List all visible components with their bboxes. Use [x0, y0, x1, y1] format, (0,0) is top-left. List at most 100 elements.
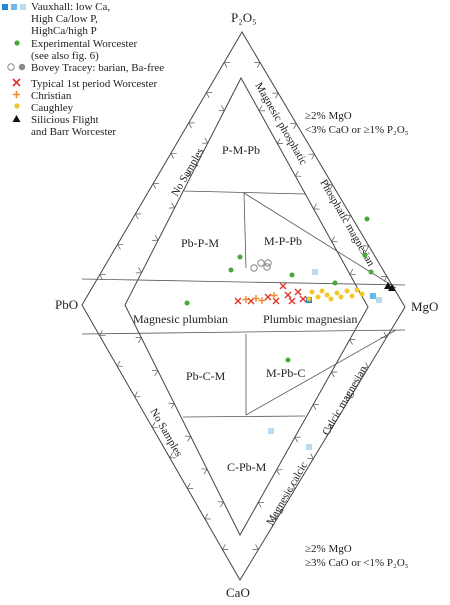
tick-mark [308, 153, 315, 160]
point-caughley [344, 288, 350, 294]
boundary-horizontal-lower [81, 329, 406, 335]
point-christian [242, 296, 250, 303]
point-typical [264, 293, 272, 301]
legend-experimental-line2: (see also fig. 6) [31, 50, 99, 62]
point-bovey [264, 259, 272, 267]
point-experimental [237, 254, 243, 260]
tick-mark [344, 392, 351, 399]
point-experimental [362, 252, 368, 258]
point-vauxhall-mid [370, 293, 376, 299]
point-caughley [328, 296, 334, 302]
legend-filled-circle [18, 63, 26, 71]
side-label-phosphatic-magnesian: Phosphatic magnesian [317, 178, 377, 269]
point-typical [288, 297, 296, 305]
tick-mark [270, 514, 278, 520]
point-typical [234, 297, 242, 305]
legend-christian-line1: Christian [31, 90, 72, 102]
boundary-upper-vertical [243, 192, 247, 269]
tick-mark [205, 92, 213, 98]
point-bovey [263, 263, 271, 271]
tick-mark [116, 360, 123, 367]
legend-flight-line2: and Barr Worcester [31, 126, 116, 138]
legend-green-dot [14, 40, 20, 46]
region-cpbm: C-Pb-M [227, 460, 267, 474]
tick-mark [201, 468, 208, 475]
region-pbpm: Pb-P-M [181, 236, 219, 250]
outer-diamond [81, 31, 406, 581]
legend-vauxhall-line3: HighCa/high P [31, 25, 97, 37]
tick-mark [168, 402, 175, 409]
note-top-line1: ≥2% MgO [305, 110, 352, 122]
tick-mark [223, 61, 231, 68]
point-caughley [324, 292, 330, 298]
tick-mark [135, 337, 143, 343]
point-typical [279, 282, 287, 290]
tick-mark [151, 421, 159, 428]
tick-mark [349, 339, 356, 345]
tick-mark [168, 202, 176, 209]
legend-yellow-dot [14, 103, 20, 109]
legend-square-light-blue [20, 4, 26, 10]
legend: Vauxhall: low Ca, High Ca/low P, HighCa/… [2, 1, 164, 138]
point-bovey [250, 264, 258, 272]
point-vauxhall-light [376, 297, 382, 303]
tick-mark [312, 404, 320, 410]
tick-mark [326, 184, 334, 191]
tick-mark [170, 152, 177, 159]
point-typical [299, 295, 307, 303]
point-caughley [319, 288, 325, 294]
tick-mark [152, 235, 159, 241]
data-points [184, 216, 396, 450]
point-caughley [306, 296, 312, 302]
legend-experimental-line1: Experimental Worcester [31, 38, 137, 50]
point-vauxhall-light [312, 269, 318, 275]
tick-mark [186, 483, 194, 489]
side-label-calcic-magnesian: Calcic magnesian [320, 364, 370, 438]
legend-red-cross [12, 78, 21, 87]
tick-mark [307, 453, 314, 460]
tick-mark [362, 362, 369, 369]
tick-mark [254, 62, 261, 68]
tick-mark [99, 274, 106, 280]
legend-orange-plus [13, 91, 20, 98]
tick-mark [344, 214, 352, 221]
tick-mark [152, 183, 159, 189]
tick-mark [218, 105, 226, 112]
region-mpbc: M-Pb-C [266, 366, 305, 380]
region-magnesic-plumbian: Magnesic plumbian [133, 312, 228, 326]
point-experimental [368, 269, 374, 275]
region-mppb: M-P-Pb [264, 234, 302, 248]
tick-mark [276, 138, 284, 144]
tick-mark [185, 170, 192, 177]
legend-caughley-line1: Caughley [31, 102, 74, 114]
tick-marks [99, 61, 388, 551]
point-vauxhall-light [306, 444, 312, 450]
tick-mark [276, 469, 283, 476]
legend-square-mid-blue [11, 4, 17, 10]
side-label-no-samples-top: No Samples [169, 146, 206, 198]
vertex-top-label: P₂O₅ [231, 10, 257, 25]
tick-mark [380, 332, 388, 338]
tick-mark [201, 137, 209, 144]
point-experimental [285, 357, 291, 363]
point-experimental [184, 300, 190, 306]
note-bottom-line2: ≥3% CaO or <1% P₂O₅ [305, 557, 409, 569]
tick-mark [294, 170, 302, 177]
point-experimental [228, 267, 234, 273]
point-vauxhall-light [268, 428, 274, 434]
point-christian [252, 295, 260, 302]
legend-typical-line1: Typical 1st period Worcester [31, 78, 157, 90]
tick-mark [294, 436, 301, 443]
point-caughley [309, 289, 315, 295]
tick-mark [184, 435, 192, 442]
tick-mark [362, 245, 370, 252]
tick-mark [331, 236, 338, 243]
inner-diamond [124, 76, 369, 537]
point-caughley [334, 290, 340, 296]
boundary-lower [182, 415, 306, 418]
tick-mark [99, 330, 106, 337]
legend-vauxhall-line1: Vauxhall: low Ca, [31, 1, 110, 13]
point-caughley [359, 291, 365, 297]
tick-mark [217, 501, 225, 508]
point-experimental [289, 272, 295, 278]
